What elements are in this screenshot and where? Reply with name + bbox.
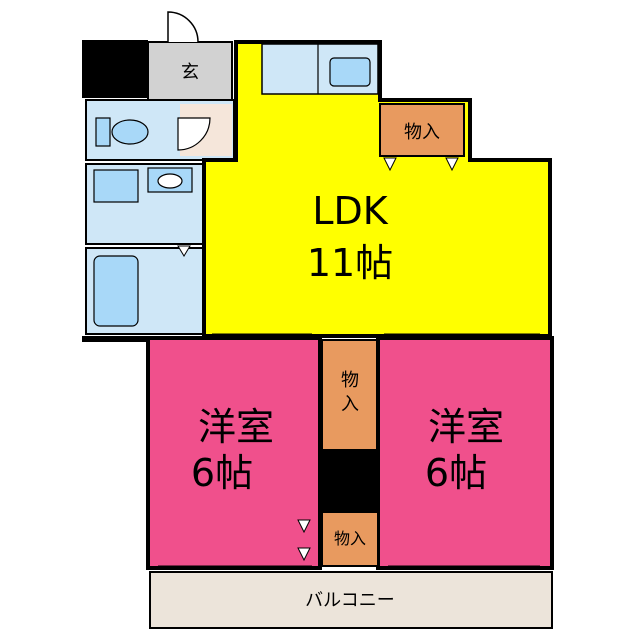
ldk-size: 11帖 bbox=[307, 241, 393, 285]
wall-column-left bbox=[82, 336, 148, 342]
wall-column-top bbox=[82, 40, 148, 98]
western-room-left bbox=[146, 336, 322, 570]
wall-column-middle bbox=[320, 450, 378, 512]
storage-middle-label-1: 物 bbox=[341, 370, 359, 391]
balcony-label: バルコニー bbox=[305, 590, 395, 611]
storage-top-door-left bbox=[383, 157, 397, 172]
room-partition-lines bbox=[158, 333, 540, 567]
western-room-right bbox=[376, 336, 554, 570]
ldk-name: LDK bbox=[312, 189, 388, 233]
toilet-door bbox=[177, 117, 211, 151]
western-room-left-name: 洋室 bbox=[198, 405, 274, 449]
entrance-label: 玄 bbox=[181, 62, 199, 83]
storage-top-label: 物入 bbox=[404, 122, 440, 143]
storage-bottom bbox=[321, 511, 379, 567]
western-room-right-size: 6帖 bbox=[425, 451, 487, 495]
kitchen-counter bbox=[261, 43, 379, 95]
bathroom-door-marker bbox=[177, 245, 191, 257]
storage-middle-label-2: 入 bbox=[341, 394, 359, 415]
entrance-door bbox=[167, 11, 199, 43]
storage-top bbox=[379, 103, 465, 157]
western-room-left-size: 6帖 bbox=[191, 451, 253, 495]
toilet-icon bbox=[95, 117, 149, 147]
storage-bottom-door-bottom bbox=[297, 547, 311, 562]
storage-top-door-right bbox=[445, 157, 459, 172]
western-room-right-name: 洋室 bbox=[428, 405, 504, 449]
washing-machine-icon bbox=[93, 169, 139, 203]
bathtub-icon bbox=[93, 255, 139, 327]
storage-bottom-door-top bbox=[297, 519, 311, 534]
balcony bbox=[149, 571, 553, 629]
storage-bottom-label: 物入 bbox=[334, 529, 366, 548]
sink-icon bbox=[147, 167, 193, 193]
